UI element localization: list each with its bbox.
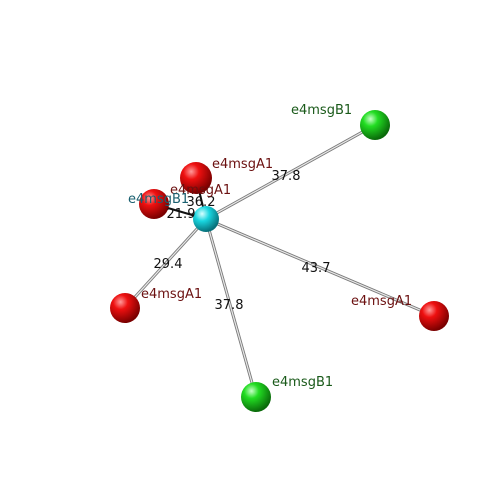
atom-label: e4msgA1 [141,287,202,302]
distance-label: 36.2 [187,195,216,210]
distance-label: 29.4 [154,257,183,272]
center-atom-label: e4msgB1 [128,192,189,207]
atom-label: e4msgB1 [291,103,352,118]
msgA-atom[interactable] [139,189,169,219]
center-atom[interactable] [193,206,219,232]
atom-label: e4msgB1 [272,375,333,390]
distance-label: 37.8 [215,298,244,313]
distance-line [205,218,435,317]
distance-label: 43.7 [302,261,331,276]
msgA-atom[interactable] [110,293,140,323]
distance-line [205,218,257,398]
atom-label: e4msgA1 [351,294,412,309]
atom-layer [110,110,449,412]
atom-label: e4msgA1 [170,183,231,198]
atom-label: e4msgA1 [212,157,273,172]
msgA-atom[interactable] [419,301,449,331]
distance-label: 37.8 [272,169,301,184]
msgB-atom[interactable] [360,110,390,140]
distance-line [124,218,207,309]
bond-layer [123,123,435,398]
distance-line [205,124,376,220]
msgA-atom[interactable] [180,162,212,194]
label-layer: e4msgA136.2e4msgA121.9e4msgB137.8e4msgA1… [128,103,412,390]
distance-label: 21.9 [167,207,196,222]
msgB-atom[interactable] [241,382,271,412]
